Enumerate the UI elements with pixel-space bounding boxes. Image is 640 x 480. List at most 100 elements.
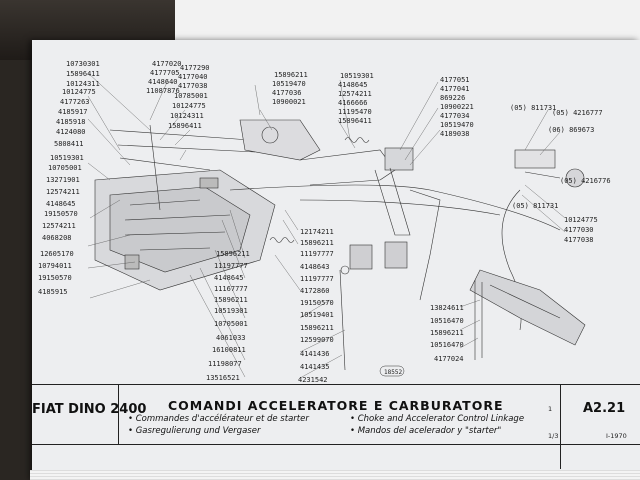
part-label: 4185917 [58,108,88,116]
part-label: 4141436 [300,350,330,358]
part-label: 4177036 [272,89,302,97]
part-label: 4148640 [148,78,178,86]
footer-divider [118,384,119,444]
part-label: 4177038 [564,236,594,244]
section-code: A2.21 [583,401,626,416]
part-label: 4166666 [338,99,368,107]
part-label: 11087876 [146,87,180,95]
part-label: 10519301 [214,307,248,315]
part-label: 4177024 [434,355,464,363]
part-label: 10519470 [272,80,306,88]
vehicle-model: FIAT DINO 2400 [32,402,147,417]
part-label: 4177705 [150,69,180,77]
part-label: 15896211 [300,239,334,247]
part-label: 10124311 [66,80,100,88]
part-label: 19150570 [38,274,72,282]
part-label: 15896211 [300,324,334,332]
part-label: 15896411 [66,70,100,78]
part-label: 10900221 [440,103,474,111]
part-label: 4177038 [178,82,208,90]
part-label: 16100811 [212,346,246,354]
part-label: 13824611 [430,304,464,312]
part-label: (05) 811731 [510,104,556,112]
part-label: 10705001 [48,164,82,172]
part-label: 15896211 [214,296,248,304]
part-label: 4177034 [440,112,470,120]
part-label: 19150570 [44,210,78,218]
part-label: 10900021 [272,98,306,106]
part-label: 10124775 [172,102,206,110]
part-labels: 10730301 15896411 10124311 10124775 4177… [38,60,611,384]
part-label: 4177290 [180,64,210,72]
part-label: 4177020 [152,60,182,68]
part-label: 15896211 [274,71,308,79]
part-label: (05) 4216777 [552,109,603,117]
part-label: 4068208 [42,234,72,242]
part-label: 12574211 [42,222,76,230]
sheet-fraction: 1/3 [548,432,559,440]
part-label: 4231542 [298,376,328,384]
part-label: 10124775 [564,216,598,224]
part-label: 4185915 [38,288,68,296]
figure-number: 18552 [384,369,402,376]
part-label: (05) 4216776 [560,177,611,185]
part-label: 12605170 [40,250,74,258]
part-label: 10124311 [170,112,204,120]
part-label: 4177051 [440,76,470,84]
part-label: 10519301 [50,154,84,162]
drawing-lines [94,119,586,371]
part-label: 11167777 [214,285,248,293]
part-label: 10124775 [62,88,96,96]
part-label: 4177263 [60,98,90,106]
sheet-number: 1 [548,405,553,413]
part-label: 4148645 [338,81,368,89]
part-label: 19150570 [300,299,334,307]
part-label: 15896411 [338,117,372,125]
part-label: 4148645 [214,274,244,282]
leader-lines [87,72,566,379]
part-label: 13271901 [46,176,80,184]
part-label: 11195470 [338,108,372,116]
part-label: 10785001 [174,92,208,100]
footer-bottom-rule [32,444,640,445]
part-label: 12599070 [300,336,334,344]
part-label: 10705001 [214,320,248,328]
part-label: 15896411 [168,122,202,130]
part-label: 10519401 [300,311,334,319]
page-title: COMANDI ACCELERATORE E CARBURATORE [168,398,504,413]
part-label: (06) 869673 [548,126,594,134]
subtitle-english: • Choke and Accelerator Control Linkage [350,414,525,424]
part-label: 12174211 [300,228,334,236]
part-label: 10794011 [38,262,72,270]
subtitle-french: • Commandes d'accélérateur et de starter [128,414,309,424]
part-label: 10516470 [430,317,464,325]
part-label: 15896211 [216,250,250,258]
part-label: 4172860 [300,287,330,295]
part-label: (05) 811731 [512,202,558,210]
part-label: 4177040 [178,73,208,81]
part-label: 4148645 [46,200,76,208]
part-label: 11197777 [300,250,334,258]
page-stack-edge [30,470,640,480]
part-label: 4141435 [300,363,330,371]
part-label: 13516521 [206,374,240,382]
part-label: 869226 [440,94,465,102]
part-label: 4177041 [440,85,470,93]
part-label: 11197777 [214,262,248,270]
part-label: 15896211 [430,329,464,337]
edition-date: I-1970 [606,432,627,440]
part-label: 10519470 [440,121,474,129]
part-label: 12574211 [46,188,80,196]
part-label: 4148643 [300,263,330,271]
part-label: 4061033 [216,334,246,342]
part-label: 10516470 [430,341,464,349]
part-label: 10519301 [340,72,374,80]
subtitle-spanish: • Mandos del acelerador y "starter" [350,426,502,436]
part-label: 10730301 [66,60,100,68]
footer-top-rule [32,384,640,385]
part-label: 4185918 [56,118,86,126]
part-label: 5808411 [54,140,84,148]
part-label: 4124080 [56,128,86,136]
